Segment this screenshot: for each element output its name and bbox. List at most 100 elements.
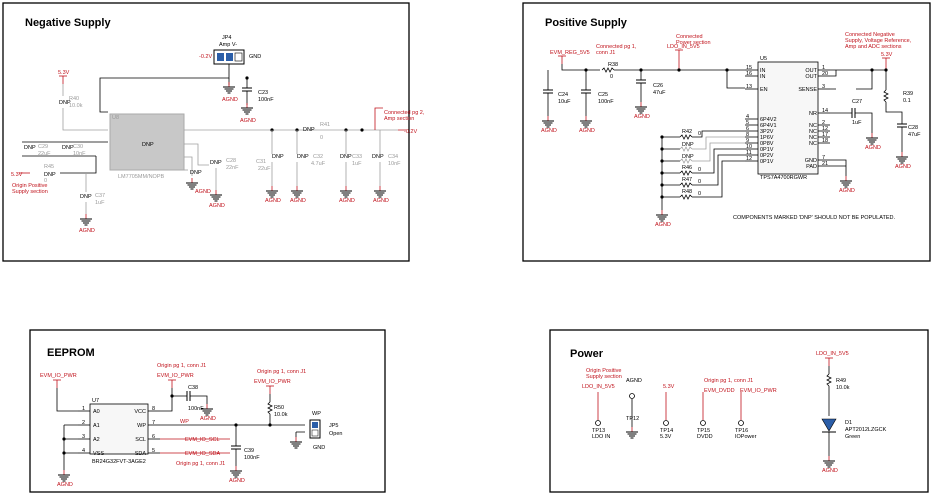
u7-pin-name: A2 xyxy=(93,437,100,443)
eeprom-note1-a: Origin pg 1, conn J1 xyxy=(157,363,206,369)
jp4-pin1 xyxy=(217,53,224,61)
u5-pin-num: 4 xyxy=(746,114,749,120)
eeprom-frame xyxy=(29,329,386,493)
c24-value: 10uF xyxy=(558,99,571,105)
u7-pin-num: 2 xyxy=(82,420,85,426)
neg-agnd-2: AGND xyxy=(240,118,256,124)
eeprom-wp-label: WP xyxy=(180,419,189,425)
pos-note-conn-2: conn J1 xyxy=(596,50,615,56)
c25-value: 100nF xyxy=(598,99,614,105)
c30-dnp: DNP xyxy=(62,145,74,151)
c31-dnp: DNP xyxy=(272,154,284,160)
c29-value: 22uF xyxy=(38,151,51,157)
c23-ref: C23 xyxy=(258,90,268,96)
neg-agnd-c33: AGND xyxy=(339,198,355,204)
u5-pin-name: 6P4V1 xyxy=(760,123,777,129)
pos-note-power-1: Connected xyxy=(676,34,703,40)
led-d1 xyxy=(821,418,837,432)
neg-agnd-c28: AGND xyxy=(209,203,225,209)
ladder-resistor-value: 0 xyxy=(698,179,701,185)
eeprom-agnd-1: AGND xyxy=(57,482,73,488)
c28-ref: C28 xyxy=(226,158,236,164)
c32-ref: C32 xyxy=(313,154,323,160)
u7-pin-num: 1 xyxy=(82,406,85,412)
evm-reg-label: EVM_REG_5V5 xyxy=(550,50,590,56)
neg-out-label: -0.2V xyxy=(404,129,417,135)
r49-value: 10.0k xyxy=(836,385,850,391)
positive-supply-title: Positive Supply xyxy=(545,17,628,29)
u7-part: BR24G32FVT-3AGE2 xyxy=(92,459,146,465)
r40-value: 10.0k xyxy=(69,103,83,109)
ladder-resistor-dnp: DNP xyxy=(682,154,694,160)
power-agnd-d1: AGND xyxy=(822,468,838,474)
pos-agnd-c24: AGND xyxy=(541,128,557,134)
power-agnd-label: AGND xyxy=(626,378,642,384)
pos-note-power-2: Power section xyxy=(676,40,711,46)
c34-value: 10nF xyxy=(388,161,401,167)
power-note-origin-1: Origin Positive xyxy=(586,368,621,374)
u7-pin-num: 4 xyxy=(82,448,85,454)
r45-ref: R45 xyxy=(44,164,54,170)
neg-agnd-c37: AGND xyxy=(79,228,95,234)
c23-value: 100nF xyxy=(258,97,274,103)
eeprom-evm-pwr-1: EVM_IO_PWR xyxy=(40,373,77,379)
c27-value: 1uF xyxy=(852,120,862,126)
r45-dnp: DNP xyxy=(44,172,56,178)
u7-pin-num: 6 xyxy=(152,434,155,440)
ladder-resistor xyxy=(679,158,693,164)
r50-value: 10.0k xyxy=(274,412,288,418)
u5-pin-num: 18 xyxy=(822,138,828,144)
pos-agnd-u5: AGND xyxy=(839,188,855,194)
negative-supply-section: Negative Supply JP4 Amp V- -0.2V GND C23… xyxy=(2,2,425,262)
ladder-resistor-ref: R47 xyxy=(682,177,692,183)
power-note-origin-2: Supply section xyxy=(586,374,622,380)
u5-pin-name: 6P4V2 xyxy=(760,117,777,123)
u5-pin-num: 2 xyxy=(822,120,825,126)
eeprom-sda-label: EVM_IO_SDA xyxy=(185,451,220,457)
u7-pin-num: 7 xyxy=(152,420,155,426)
test-point-ref: TP13 xyxy=(592,428,605,434)
c32-dnp: DNP xyxy=(297,154,309,160)
eeprom-agnd-c38: AGND xyxy=(200,416,216,422)
test-point-ref: TP12 xyxy=(626,416,639,422)
pos-note-dnp: COMPONENTS MARKED 'DNP' SHOULD NOT BE PO… xyxy=(733,215,896,221)
ladder-resistor xyxy=(679,170,693,176)
u5-chip xyxy=(757,61,819,175)
u5-pin-num: 6 xyxy=(746,126,749,132)
jp5-gnd: GND xyxy=(313,445,325,451)
eeprom-section: EEPROM EVM_IO_PWR Origin pg 1, conn J1 E… xyxy=(29,329,386,493)
d1-ref: D1 xyxy=(845,420,852,426)
positive-supply-frame xyxy=(522,2,931,262)
u5-pin-name: NC xyxy=(809,129,817,135)
neg-note-amp-1: Connected pg 2, xyxy=(384,110,425,116)
c33-dnp: DNP xyxy=(340,154,352,160)
u5-pin-num: 9 xyxy=(746,138,749,144)
ladder-resistor xyxy=(679,134,693,140)
c28p-ref: C28 xyxy=(908,125,918,131)
c34-dnp: DNP xyxy=(372,154,384,160)
c39-value: 100nF xyxy=(244,455,260,461)
r40-ref: R40 xyxy=(69,96,79,102)
neg-note-origin-2: Supply section xyxy=(12,189,48,195)
neg-note-origin-1: Origin Positive xyxy=(12,183,47,189)
u5-part: TPS7A4700RGWR xyxy=(760,175,807,181)
eeprom-title: EEPROM xyxy=(47,347,95,359)
neg-agnd-c31: AGND xyxy=(265,198,281,204)
u7-chip xyxy=(89,403,149,455)
u5-pin-num: 12 xyxy=(822,126,828,132)
u5-pin-num: 13 xyxy=(746,84,752,90)
test-point-label: DVDD xyxy=(697,434,713,440)
c24-ref: C24 xyxy=(558,92,568,98)
test-point-label: LDO IN xyxy=(592,434,610,440)
ladder-resistor-value: 0 xyxy=(698,167,701,173)
u5-pin-name: 0P8V xyxy=(760,141,774,147)
r49-ref: R49 xyxy=(836,378,846,384)
c38-value: 100nF xyxy=(188,406,204,412)
u5-pin-num: 11 xyxy=(746,150,752,156)
test-point-label: IOPower xyxy=(735,434,757,440)
